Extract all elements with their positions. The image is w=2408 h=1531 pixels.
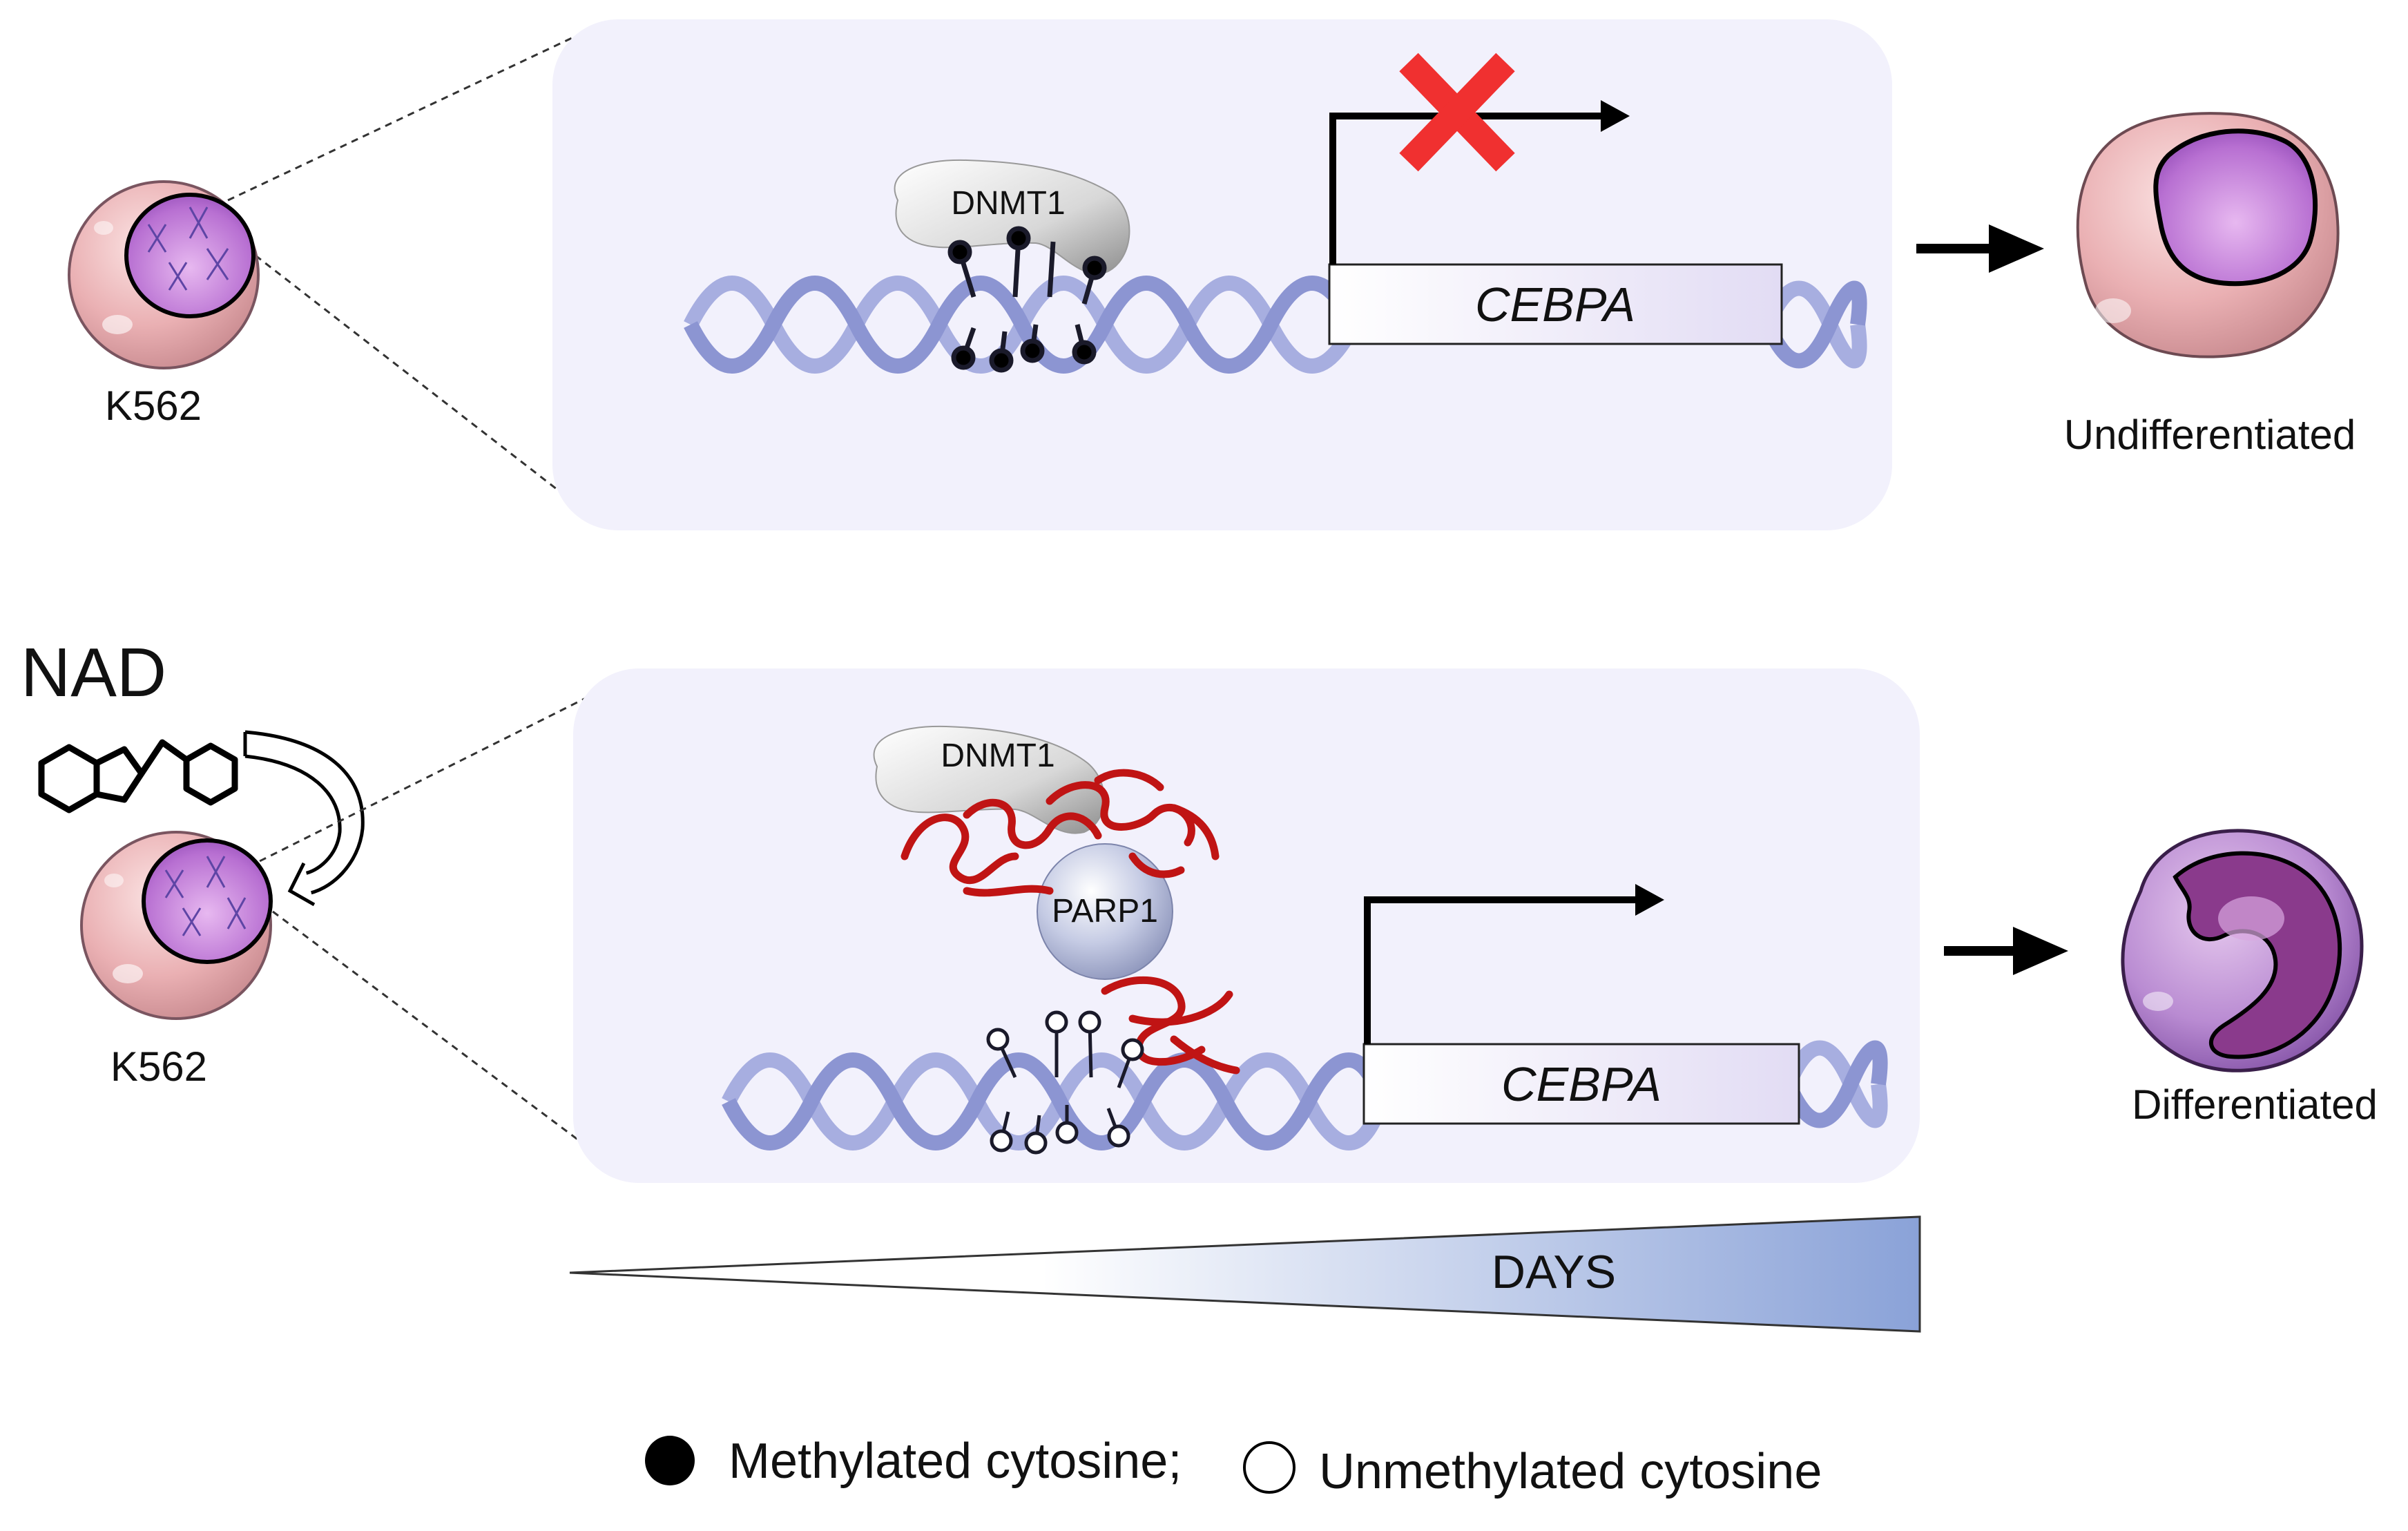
unmethylated-legend-icon bbox=[1243, 1441, 1295, 1494]
methyl-mark bbox=[1072, 340, 1097, 365]
arrow-head-icon bbox=[1635, 884, 1664, 916]
cebpa-gene-label: CEBPA bbox=[1501, 1057, 1661, 1111]
top-panel: DNMT1 CEBPA bbox=[68, 19, 2356, 530]
bottom-panel: NAD DNMT1 bbox=[21, 634, 2378, 1183]
cebpa-gene-box bbox=[1362, 1043, 1800, 1125]
unmethyl-mark bbox=[1024, 1131, 1048, 1155]
blocked-cross-icon bbox=[1399, 52, 1515, 172]
parp1-protein bbox=[1037, 843, 1173, 980]
k562-label-top: K562 bbox=[105, 383, 202, 429]
transcription-start-arrow bbox=[1329, 113, 1609, 264]
arrow-head-icon bbox=[2013, 927, 2068, 975]
methylated-legend-icon bbox=[645, 1436, 695, 1485]
unmethyl-mark bbox=[1045, 1010, 1068, 1034]
arrow-head-icon bbox=[1601, 100, 1630, 132]
treatment-arrow-icon bbox=[243, 730, 365, 907]
undifferentiated-cell bbox=[2076, 112, 2340, 358]
methyl-mark bbox=[1006, 226, 1031, 251]
methyl-mark bbox=[1082, 256, 1107, 280]
methyl-mark bbox=[947, 240, 972, 264]
k562-label-bottom: K562 bbox=[110, 1043, 207, 1090]
days-wedge: DAYS bbox=[569, 1215, 1921, 1333]
undifferentiated-label: Undifferentiated bbox=[2064, 412, 2356, 458]
dnmt1-label: DNMT1 bbox=[951, 185, 1065, 222]
par-chains bbox=[900, 769, 1240, 1075]
cebpa-gene-label: CEBPA bbox=[1475, 278, 1635, 331]
dnmt1-label: DNMT1 bbox=[941, 738, 1054, 774]
methylated-cytosines bbox=[947, 226, 1107, 373]
cebpa-gene-box bbox=[1328, 263, 1783, 345]
dnmt1-protein: DNMT1 bbox=[873, 725, 1105, 834]
zoom-line-lower bbox=[272, 910, 615, 1168]
days-label: DAYS bbox=[1492, 1246, 1616, 1298]
nad-molecule-icon bbox=[38, 739, 238, 813]
parp1-label: PARP1 bbox=[1052, 893, 1158, 930]
differentiated-cell bbox=[2121, 829, 2364, 1072]
legend: Methylated cytosine; Unmethylated cytosi… bbox=[645, 1434, 1822, 1499]
unmethyl-mark bbox=[990, 1129, 1013, 1153]
methyl-mark bbox=[989, 348, 1014, 373]
chromosome-icons bbox=[147, 206, 229, 291]
unmethyl-mark bbox=[1078, 1010, 1101, 1034]
unmethyl-mark bbox=[1055, 1121, 1079, 1144]
k562-cell-bottom bbox=[80, 831, 273, 1020]
differentiated-label: Differentiated bbox=[2132, 1081, 2378, 1128]
unmethyl-mark bbox=[1121, 1038, 1144, 1061]
unmethylated-legend-label: Unmethylated cytosine bbox=[1319, 1444, 1822, 1499]
nad-label: NAD bbox=[21, 634, 166, 711]
panel-background bbox=[552, 19, 1892, 530]
arrow-head-icon bbox=[1989, 224, 2044, 273]
unmethylated-cytosines bbox=[986, 1010, 1144, 1155]
dna-helix bbox=[684, 276, 1867, 374]
k562-cell-top bbox=[68, 180, 260, 369]
zoom-line-lower bbox=[255, 254, 595, 519]
methylated-legend-label: Methylated cytosine; bbox=[729, 1434, 1182, 1489]
unmethyl-mark bbox=[1107, 1124, 1130, 1148]
zoom-line-upper bbox=[227, 26, 595, 202]
dna-helix bbox=[722, 1040, 1888, 1150]
unmethyl-mark bbox=[986, 1028, 1010, 1051]
transcription-start-arrow bbox=[1364, 896, 1644, 1044]
methyl-mark bbox=[951, 345, 976, 370]
chromosome-icons bbox=[164, 856, 247, 936]
methyl-mark bbox=[1020, 338, 1045, 363]
